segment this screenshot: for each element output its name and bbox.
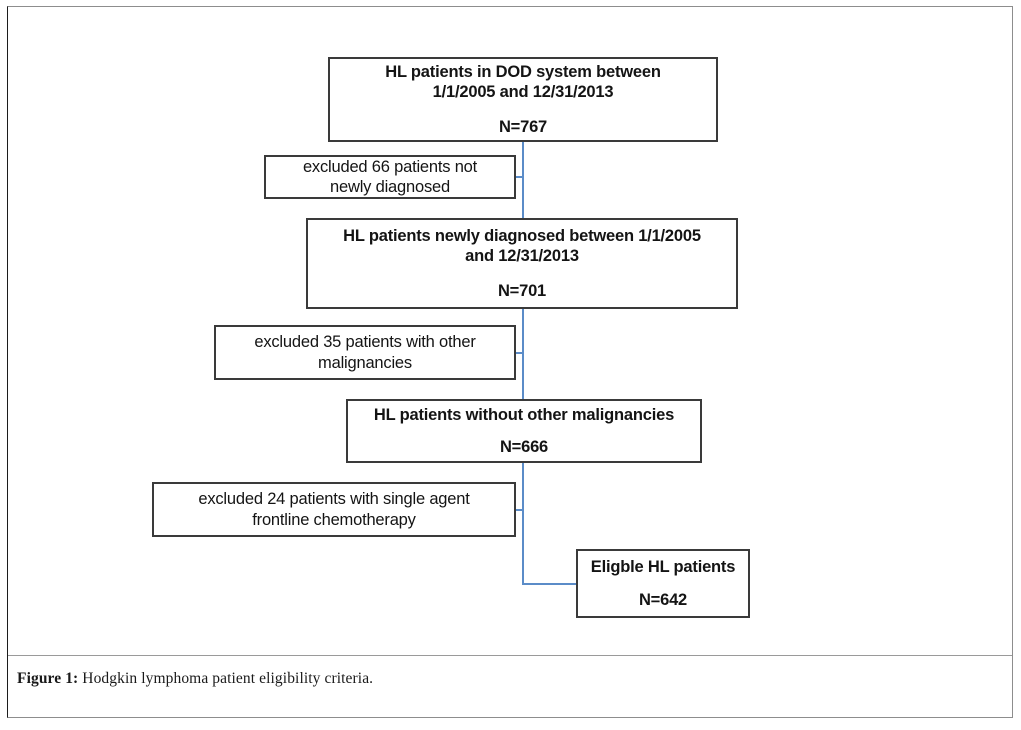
flow-node-cohort-title: HL patients in DOD system between 1/1/20… [385,62,661,102]
flow-node-without-other-malignancies: HL patients without other malignancies N… [346,399,702,463]
figure-caption: Figure 1: Hodgkin lymphoma patient eligi… [17,670,373,688]
figure-caption-label: Figure 1: [17,670,79,687]
page-border [7,6,1013,718]
connector-nomalig-to-eligible [522,462,524,585]
flow-node-cohort: HL patients in DOD system between 1/1/20… [328,57,718,142]
flow-node-cohort-count: N=767 [498,117,548,136]
flow-node-without-other-malignancies-title: HL patients without other malignancies [373,405,675,424]
exclusion-node-single-agent-chemo-title: excluded 24 patients with single agent f… [198,490,470,529]
flow-node-without-other-malignancies-count: N=666 [499,438,549,456]
connector-newly-to-nomalig [522,308,524,400]
connector-elbow-to-eligible [522,583,578,585]
connector-stub-exclusion-3 [514,509,523,511]
flow-node-newly-diagnosed: HL patients newly diagnosed between 1/1/… [306,218,738,309]
connector-stub-exclusion-1 [514,176,523,178]
flow-node-eligible-patients-title: Eligble HL patients [590,558,736,577]
flow-node-eligible-patients-count: N=642 [638,590,688,609]
flow-node-newly-diagnosed-title: HL patients newly diagnosed between 1/1/… [343,226,701,266]
connector-stub-exclusion-2 [514,352,523,354]
flow-node-eligible-patients: Eligble HL patients N=642 [576,549,750,618]
exclusion-node-not-newly-diagnosed-title: excluded 66 patients not newly diagnosed [302,157,478,196]
caption-divider [8,655,1012,656]
figure-caption-text: Hodgkin lymphoma patient eligibility cri… [78,670,374,687]
exclusion-node-single-agent-chemo: excluded 24 patients with single agent f… [152,482,516,537]
exclusion-node-not-newly-diagnosed: excluded 66 patients not newly diagnosed [264,155,516,199]
exclusion-node-other-malignancies: excluded 35 patients with other malignan… [214,325,516,380]
exclusion-node-other-malignancies-title: excluded 35 patients with other malignan… [254,333,476,372]
connector-cohort-to-newly [522,141,524,219]
flow-node-newly-diagnosed-count: N=701 [497,281,547,300]
